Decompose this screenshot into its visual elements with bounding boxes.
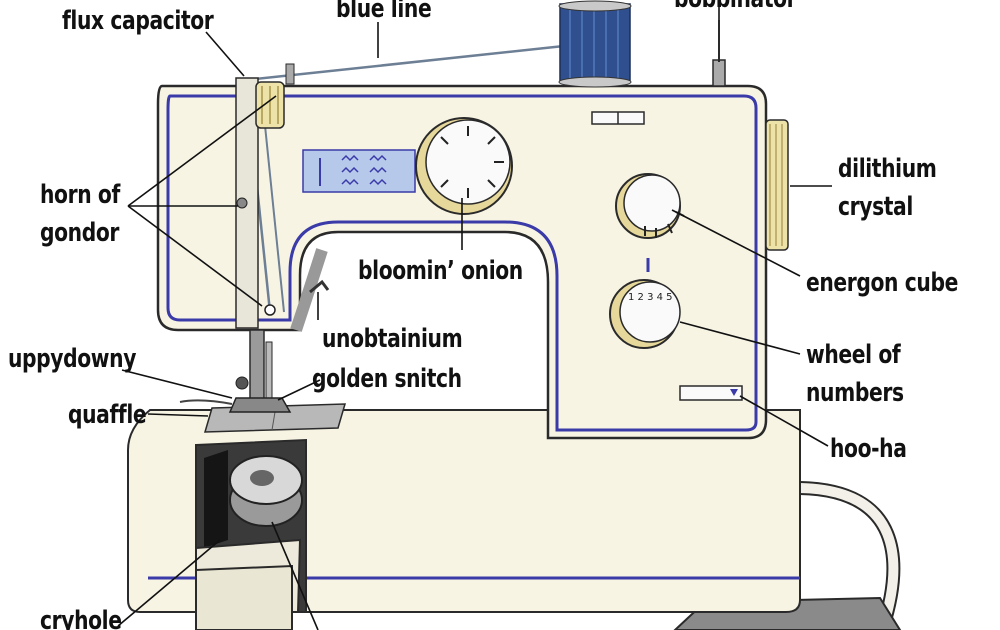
leader-cryhole [117,539,221,627]
label-horn-of-gondor-line2: gondor [40,218,119,248]
label-dilithium-crystal-line1: dilithium [838,154,937,184]
leader-wheel-of-numbers [679,321,801,355]
leader-quaffle [147,413,209,417]
label-uppydowny: uppydowny [8,344,137,374]
thread-guide-point [236,197,248,209]
leader-golden-snitch [277,379,321,401]
label-golden-snitch: golden snitch [312,364,462,394]
body-accent-stripe [166,94,758,432]
leader-horn-of-gondor-lower [127,205,263,307]
dial-number-text: 1 2 3 4 5 [628,292,673,303]
reverse-slider [679,385,743,401]
leader-horn-of-gondor-upper [127,95,277,207]
label-horn-of-gondor-line1: horn of [40,180,120,210]
leader-lines [117,4,832,630]
presser-lever [309,279,330,294]
needle-bar [249,329,265,401]
bobbin-winder-pin [712,59,726,87]
stitch-pattern-window [302,149,416,193]
leader-flux-capacitor [205,31,245,77]
label-bloomin-onion: bloomin’ onion [358,256,523,286]
label-bobbinator: bobbinator [674,0,797,14]
leader-bobbin-case [271,521,319,630]
label-wheel-of-numbers-line1: wheel of [806,340,901,370]
presser-foot [228,397,292,413]
leader-uppydowny [121,369,233,399]
leader-energon-cube [671,209,801,277]
label-cryhole: cryhole [40,606,122,630]
label-quaffle: quaffle [68,400,147,430]
label-hoo-ha: hoo-ha [830,434,907,464]
top-thread [245,44,565,82]
label-unobtainium: unobtainium [322,324,463,354]
label-dilithium-crystal: dilithium crystal [838,150,937,226]
label-blue-line: blue line [336,0,432,24]
leader-hoo-ha [739,395,829,447]
label-wheel-of-numbers-line2: numbers [806,378,904,408]
label-dilithium-crystal-line2: crystal [838,192,913,222]
label-energon-cube: energon cube [806,268,958,298]
label-flux-capacitor: flux capacitor [62,6,214,36]
label-horn-of-gondor: horn of gondor [40,176,120,252]
label-wheel-of-numbers: wheel of numbers [806,336,904,412]
